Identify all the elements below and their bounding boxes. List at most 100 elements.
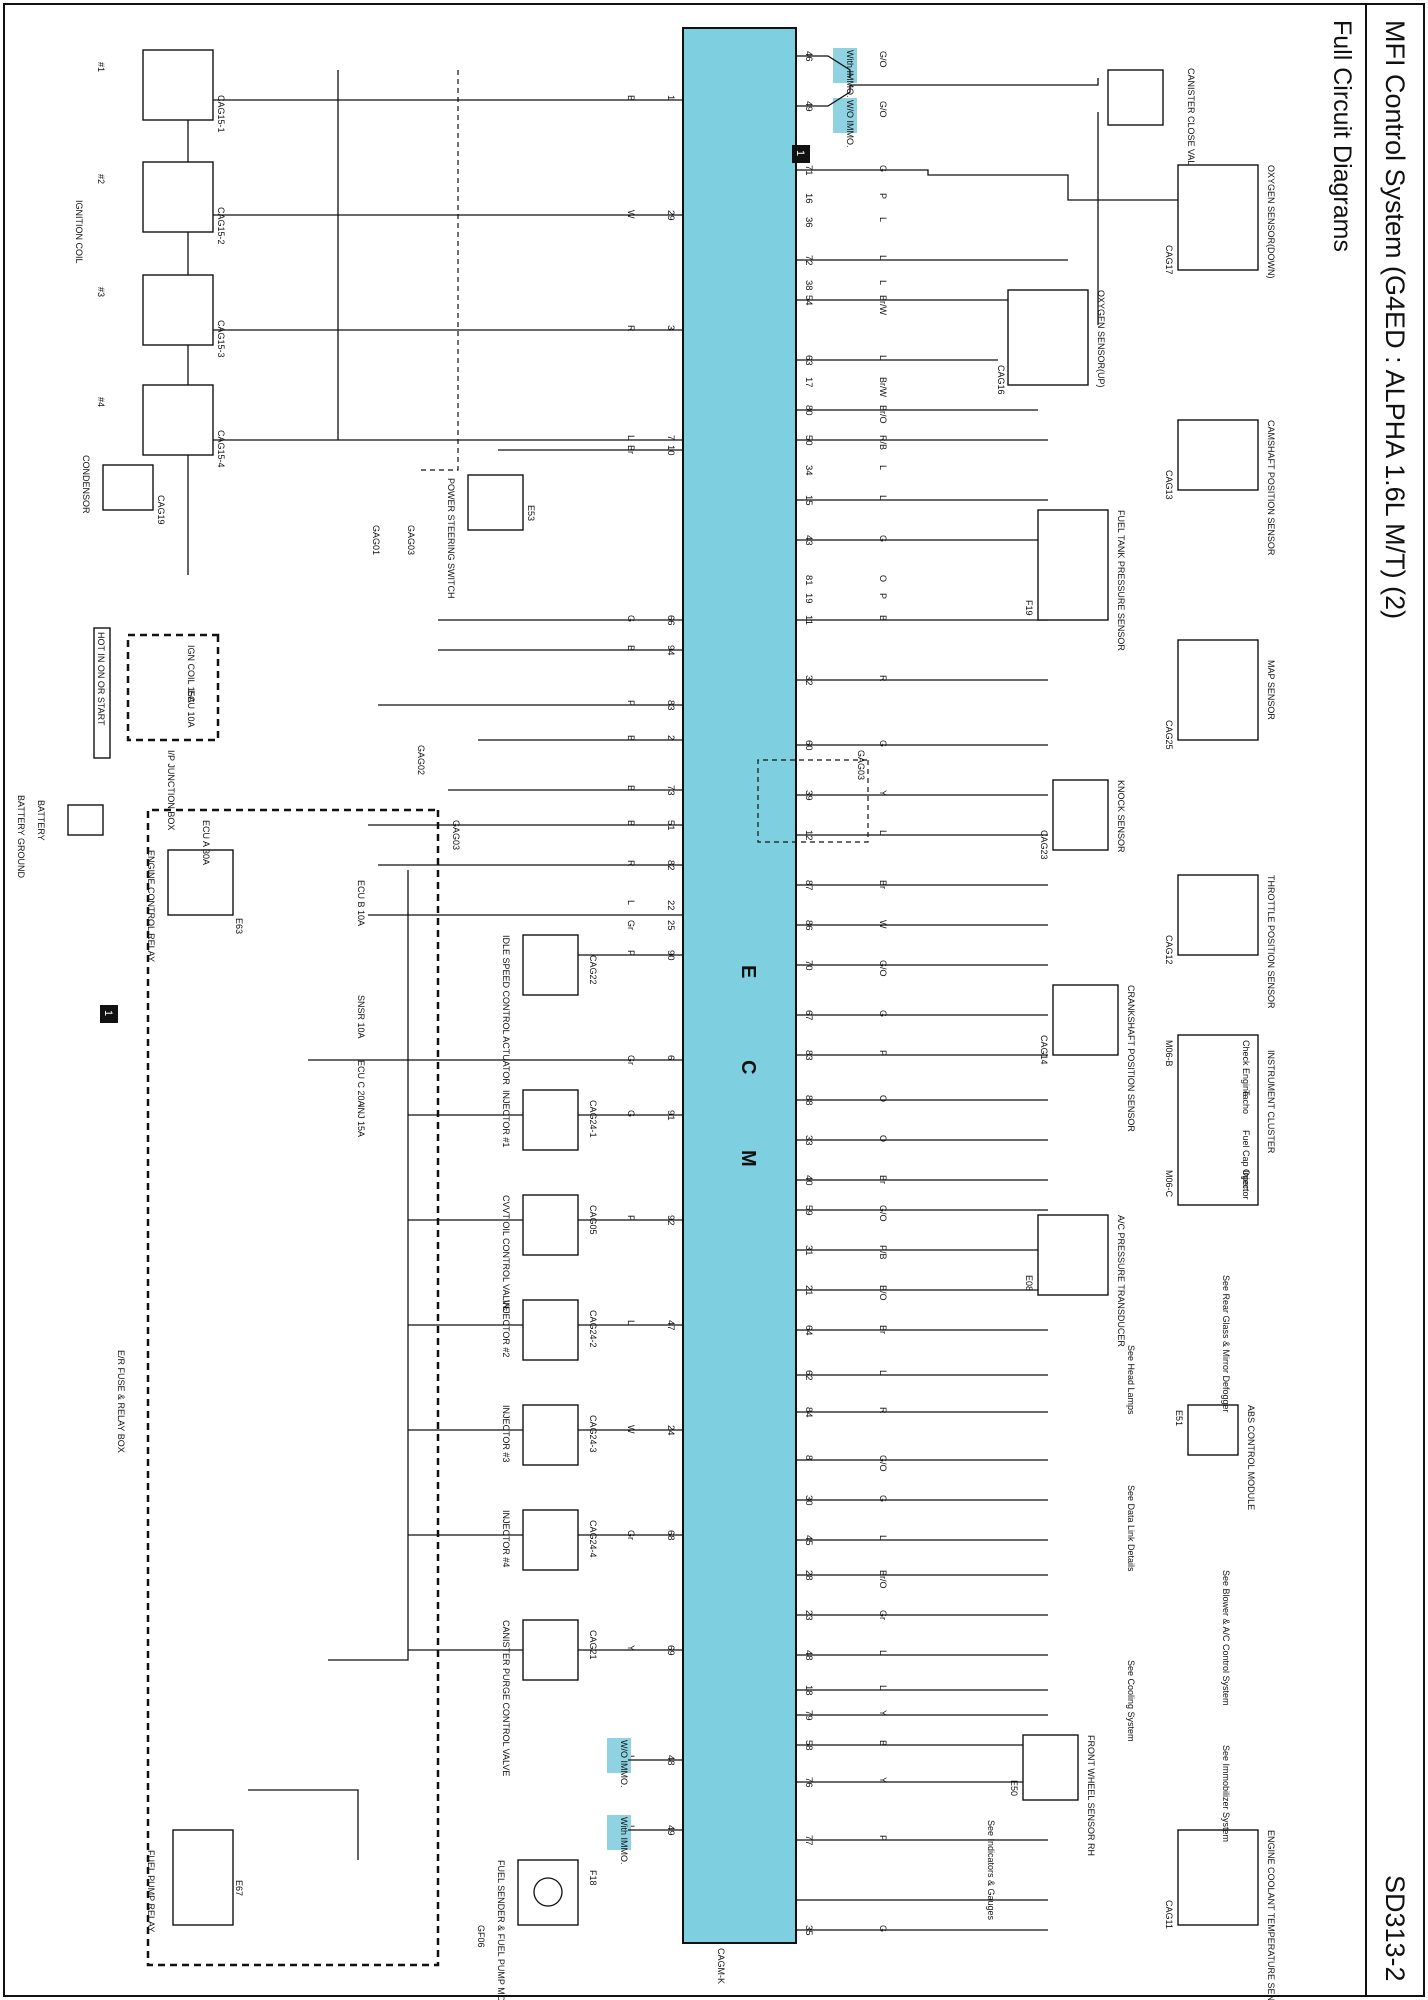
ecm-top-wire-color: Br/W	[878, 295, 888, 316]
ecm-top-pin-number: 17	[803, 377, 814, 388]
immo-badge-2-label: W/O IMMO.	[845, 100, 855, 148]
ecm-top-wire-color: G	[878, 1010, 888, 1017]
ecm-top-pin-number: 36	[803, 217, 814, 228]
instrument-cluster-connector-b: M06-B	[1164, 1040, 1174, 1067]
knock-sensor-connector: CAG23	[1039, 830, 1049, 860]
injector-4-connector: CAG24-4	[588, 1520, 598, 1558]
ecm-top-wire-color: P	[878, 593, 888, 599]
engine-control-relay-label: ENGINE CONTROL RELAY	[146, 850, 156, 962]
fuel-tank-pressure-sensor	[1037, 509, 1109, 621]
fuel-tank-pressure-sensor-connector: F19	[1024, 600, 1034, 616]
top-references: See Rear Glass & Mirror Defogger See Hea…	[792, 145, 1231, 1921]
idle-speed-actuator-label: IDLE SPEED CONTROL ACTUATOR	[501, 935, 511, 1085]
ground-gag03-c: GAG03	[856, 750, 866, 780]
map-sensor-connector: CAG25	[1164, 720, 1174, 750]
injector-3-label: INJECTOR #3	[501, 1405, 511, 1462]
oxygen-sensor-down-label: OXYGEN SENSOR(DOWN)	[1266, 165, 1276, 279]
er-fuse-relay-box-label: E/R FUSE & RELAY BOX	[116, 1350, 126, 1453]
instrument-cluster	[1177, 1034, 1259, 1206]
ecm-bottom-wire-color: P	[626, 950, 636, 956]
ecm-letter-m: M	[737, 1150, 759, 1167]
ref-rear-glass: See Rear Glass & Mirror Defogger	[1221, 1275, 1231, 1413]
ref-indicators: See Indicators & Gauges	[986, 1820, 996, 1921]
ecm-top-wire-color: L	[878, 217, 888, 222]
ecm-top-wire-color: L	[878, 830, 888, 835]
canister-purge-valve-label: CANISTER PURGE CONTROL VALVE	[501, 1620, 511, 1776]
engine-control-relay-connector: E63	[234, 918, 244, 934]
ecm-bottom-wire-color: B	[626, 95, 636, 101]
ecm-bottom-wire-color: Gr	[626, 920, 636, 930]
ecm-bottom-pin-number: 7	[665, 435, 676, 440]
oxygen-sensor-up-label: OXYGEN SENSOR(UP)	[1096, 290, 1106, 388]
bottom-components: #1 CAG15-1 #2 CAG15-2 #3 CAG15-3 #4 CAG1…	[16, 49, 598, 2000]
ref-blower-ac: See Blower & A/C Control System	[1221, 1570, 1231, 1706]
throttle-position-sensor-label: THROTTLE POSITION SENSOR	[1266, 875, 1276, 1009]
oxygen-sensor-up-connector: CAG16	[996, 365, 1006, 395]
ecm-top-wire-color: L	[878, 1370, 888, 1375]
ip-junction-box-label: I/P JUNCTION BOX	[166, 750, 176, 830]
crankshaft-position-sensor	[1052, 984, 1119, 1056]
ecm-top-wire-color: R	[878, 1407, 888, 1414]
er-fuse-relay-box	[146, 808, 440, 1967]
map-sensor-label: MAP SENSOR	[1266, 660, 1276, 720]
ecm-bottom-wire-color: B	[626, 735, 636, 741]
ecm-bottom-pin-number: 2	[665, 735, 676, 740]
ignition-coil-1	[142, 49, 214, 121]
ecm-top-wire-color: Y	[878, 1777, 888, 1783]
fuse-snsr: SNSR 10A	[356, 995, 366, 1039]
power-steering-switch	[467, 474, 524, 531]
ecm-bottom-wire-color: B	[626, 645, 636, 651]
ecm-bottom-wire-color: B	[626, 785, 636, 791]
condensor	[102, 464, 154, 511]
fuel-pump-motor-connector: F18	[588, 1870, 598, 1886]
throttle-position-sensor	[1177, 874, 1259, 956]
instrument-cluster-injector: Injector	[1241, 1170, 1251, 1200]
ref-marker-bottom	[100, 1005, 118, 1023]
camshaft-position-sensor-connector: CAG13	[1164, 470, 1174, 500]
ignition-coil-2-connector: CAG15-2	[216, 207, 226, 245]
ecm-top-wire-color: Y	[878, 1710, 888, 1716]
fuel-tank-pressure-sensor-label: FUEL TANK PRESSURE SENSOR	[1116, 510, 1126, 651]
cvvt-oil-control-valve-label: CVVT OIL CONTROL VALVE	[501, 1195, 511, 1312]
ecm-bottom-wire-color: P	[626, 1215, 636, 1221]
top-wiring	[757, 55, 1198, 1931]
injector-3	[522, 1404, 579, 1466]
page-title: MFI Control System (G4ED : ALPHA 1.6L M/…	[1380, 20, 1410, 619]
page-code: SD313-2	[1380, 1875, 1410, 1982]
ecm-top-wire-color: Y	[878, 790, 888, 796]
ground-gag02: GAG02	[416, 745, 426, 775]
canister-purge-valve-connector: CAG21	[588, 1630, 598, 1660]
power-steering-switch-label: POWER STEERING SWITCH	[446, 478, 456, 599]
condensor-label: CONDENSOR	[81, 455, 91, 514]
ground-gag03-a: GAG03	[406, 525, 416, 555]
ecm-top-wire-color: L	[878, 495, 888, 500]
ecm-top-wire-color: O	[878, 1095, 888, 1102]
injector-2-label: INJECTOR #2	[501, 1300, 511, 1357]
ac-pressure-transducer-label: A/C PRESSURE TRANSDUCER	[1116, 1215, 1126, 1347]
ignition-coil-4	[142, 384, 214, 456]
engine-coolant-temperature-sensor-connector: CAG11	[1164, 1900, 1174, 1929]
abs-control-module	[1187, 1404, 1239, 1456]
ecm-top-wire-color: L	[878, 1685, 888, 1690]
ecm-top-wire-color: R	[878, 675, 888, 682]
ecm-bottom-wire-color: P	[626, 700, 636, 706]
immo-badge-1	[833, 48, 857, 83]
ecm-top-pin-number: 16	[803, 193, 814, 204]
ecm-bottom-wire-color: Y	[626, 1645, 636, 1651]
ip-fuse-ecu: ECU 10A	[186, 690, 196, 728]
ignition-coil-label: IGNITION COIL	[74, 200, 84, 264]
ecm-top-pin-number: 8	[803, 1455, 814, 1460]
ref-marker-bottom-label: 1	[102, 1010, 114, 1016]
fuel-pump-motor-label: FUEL SENDER & FUEL PUMP MOTOR	[496, 1860, 506, 2000]
ref-marker-top-label: 1	[794, 150, 806, 156]
ecm-top-wire-color: R/B	[878, 435, 888, 450]
ref-marker-top	[792, 145, 810, 163]
ecm-letter-c: C	[737, 1060, 759, 1074]
ecm-letter-e: E	[737, 965, 759, 978]
page-frame	[3, 3, 1425, 1997]
injector-1-connector: CAG24-1	[588, 1100, 598, 1138]
ecm-bottom-pin-number: 25	[665, 920, 676, 931]
